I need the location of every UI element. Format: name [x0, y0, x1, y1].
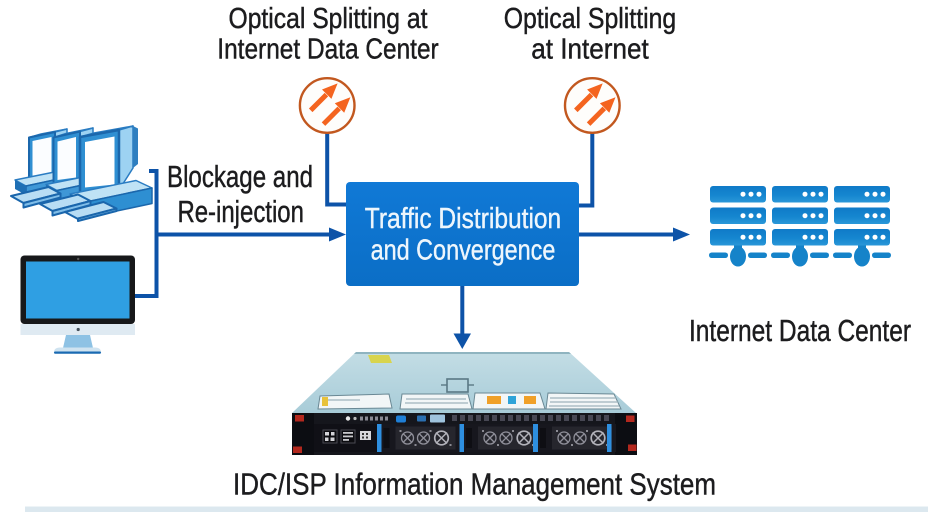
- svg-text:Blockage and: Blockage and: [167, 159, 313, 194]
- svg-text:Re-injection: Re-injection: [177, 194, 304, 229]
- svg-text:Traffic Distribution: Traffic Distribution: [365, 203, 561, 235]
- svg-text:Internet Data Center: Internet Data Center: [217, 34, 439, 66]
- svg-text:Optical Splitting: Optical Splitting: [504, 3, 677, 35]
- svg-text:Optical Splitting at: Optical Splitting at: [229, 3, 428, 35]
- svg-text:IDC/ISP Information Management: IDC/ISP Information Management System: [233, 466, 716, 501]
- svg-text:and Convergence: and Convergence: [371, 235, 556, 267]
- svg-text:Internet Data Center: Internet Data Center: [689, 313, 911, 348]
- svg-text:at Internet: at Internet: [531, 34, 649, 66]
